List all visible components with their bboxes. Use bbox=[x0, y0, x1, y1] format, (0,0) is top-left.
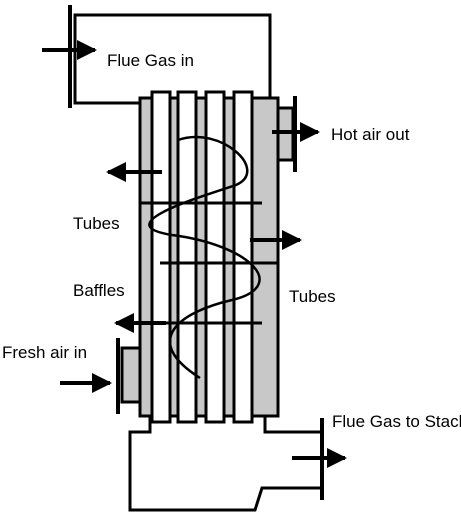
flue-gas-inlet-duct bbox=[68, 5, 272, 108]
label-fresh-air-in: Fresh air in bbox=[2, 343, 87, 362]
label-flue-gas-to-stack: Flue Gas to Stack bbox=[332, 412, 461, 431]
label-tubes-right: Tubes bbox=[289, 287, 336, 306]
label-hot-air-out: Hot air out bbox=[331, 125, 410, 144]
label-flue-gas-in: Flue Gas in bbox=[107, 51, 194, 70]
bottom-hopper bbox=[128, 416, 324, 512]
label-baffles: Baffles bbox=[73, 281, 125, 300]
air-flow-path bbox=[148, 135, 261, 380]
label-tubes-left: Tubes bbox=[73, 214, 120, 233]
